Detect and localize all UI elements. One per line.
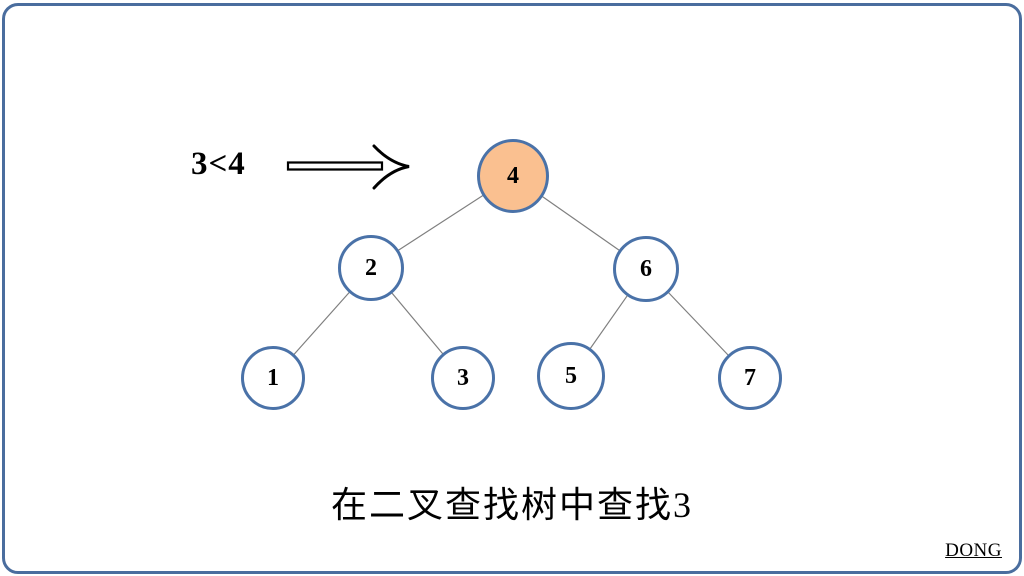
watermark-text: DONG bbox=[945, 540, 1002, 561]
tree-node-2: 2 bbox=[338, 235, 404, 301]
tree-node-7: 7 bbox=[718, 346, 782, 410]
tree-node-1: 1 bbox=[241, 346, 305, 410]
tree-node-5: 5 bbox=[537, 342, 605, 410]
right-arrow-icon bbox=[286, 144, 410, 190]
tree-node-3: 3 bbox=[431, 346, 495, 410]
slide-caption: 在二叉查找树中查找3 bbox=[330, 485, 693, 525]
tree-node-4: 4 bbox=[477, 139, 549, 213]
tree-node-6: 6 bbox=[613, 236, 679, 302]
comparison-label: 3<4 bbox=[191, 146, 246, 182]
